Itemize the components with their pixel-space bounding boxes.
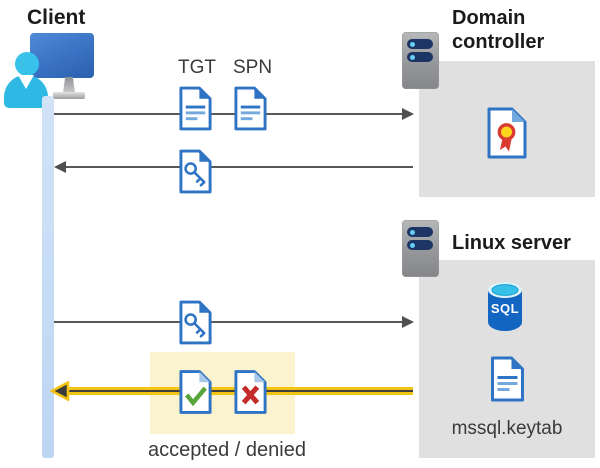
key-document-icon-2 [179, 300, 212, 345]
monitor-base [53, 92, 85, 99]
tgt-label: TGT [178, 57, 216, 78]
result-arrowhead-left [50, 381, 70, 401]
client-label: Client [27, 6, 86, 29]
message-line-2 [64, 166, 413, 168]
domain-controller-label: Domain controller [452, 7, 545, 53]
message-line-3 [54, 321, 403, 323]
arrowhead-right-3 [402, 316, 414, 328]
linux-server-label: Linux server [452, 232, 571, 254]
keytab-file-label: mssql.keytab [451, 418, 563, 439]
client-lifeline [42, 96, 54, 458]
arrowhead-right-1 [402, 108, 414, 120]
certificate-icon [487, 107, 527, 159]
key-document-icon-1 [179, 149, 212, 194]
server-icon-linux [402, 220, 439, 277]
spn-document-icon [234, 86, 267, 131]
sql-database-icon [488, 282, 522, 331]
monitor-stand [63, 77, 75, 93]
accepted-check-document-icon [179, 370, 212, 414]
sql-badge-label: SQL [490, 301, 520, 316]
monitor-icon [30, 33, 94, 78]
person-icon [15, 52, 39, 76]
spn-label: SPN [233, 57, 273, 78]
denied-x-document-icon [234, 370, 267, 414]
server-icon-domain-controller [402, 32, 439, 89]
message-line-1 [54, 113, 403, 115]
result-label: accepted / denied [148, 439, 306, 461]
keytab-document-icon [491, 356, 524, 402]
tgt-document-icon [179, 86, 212, 131]
arrowhead-left-2 [54, 161, 66, 173]
